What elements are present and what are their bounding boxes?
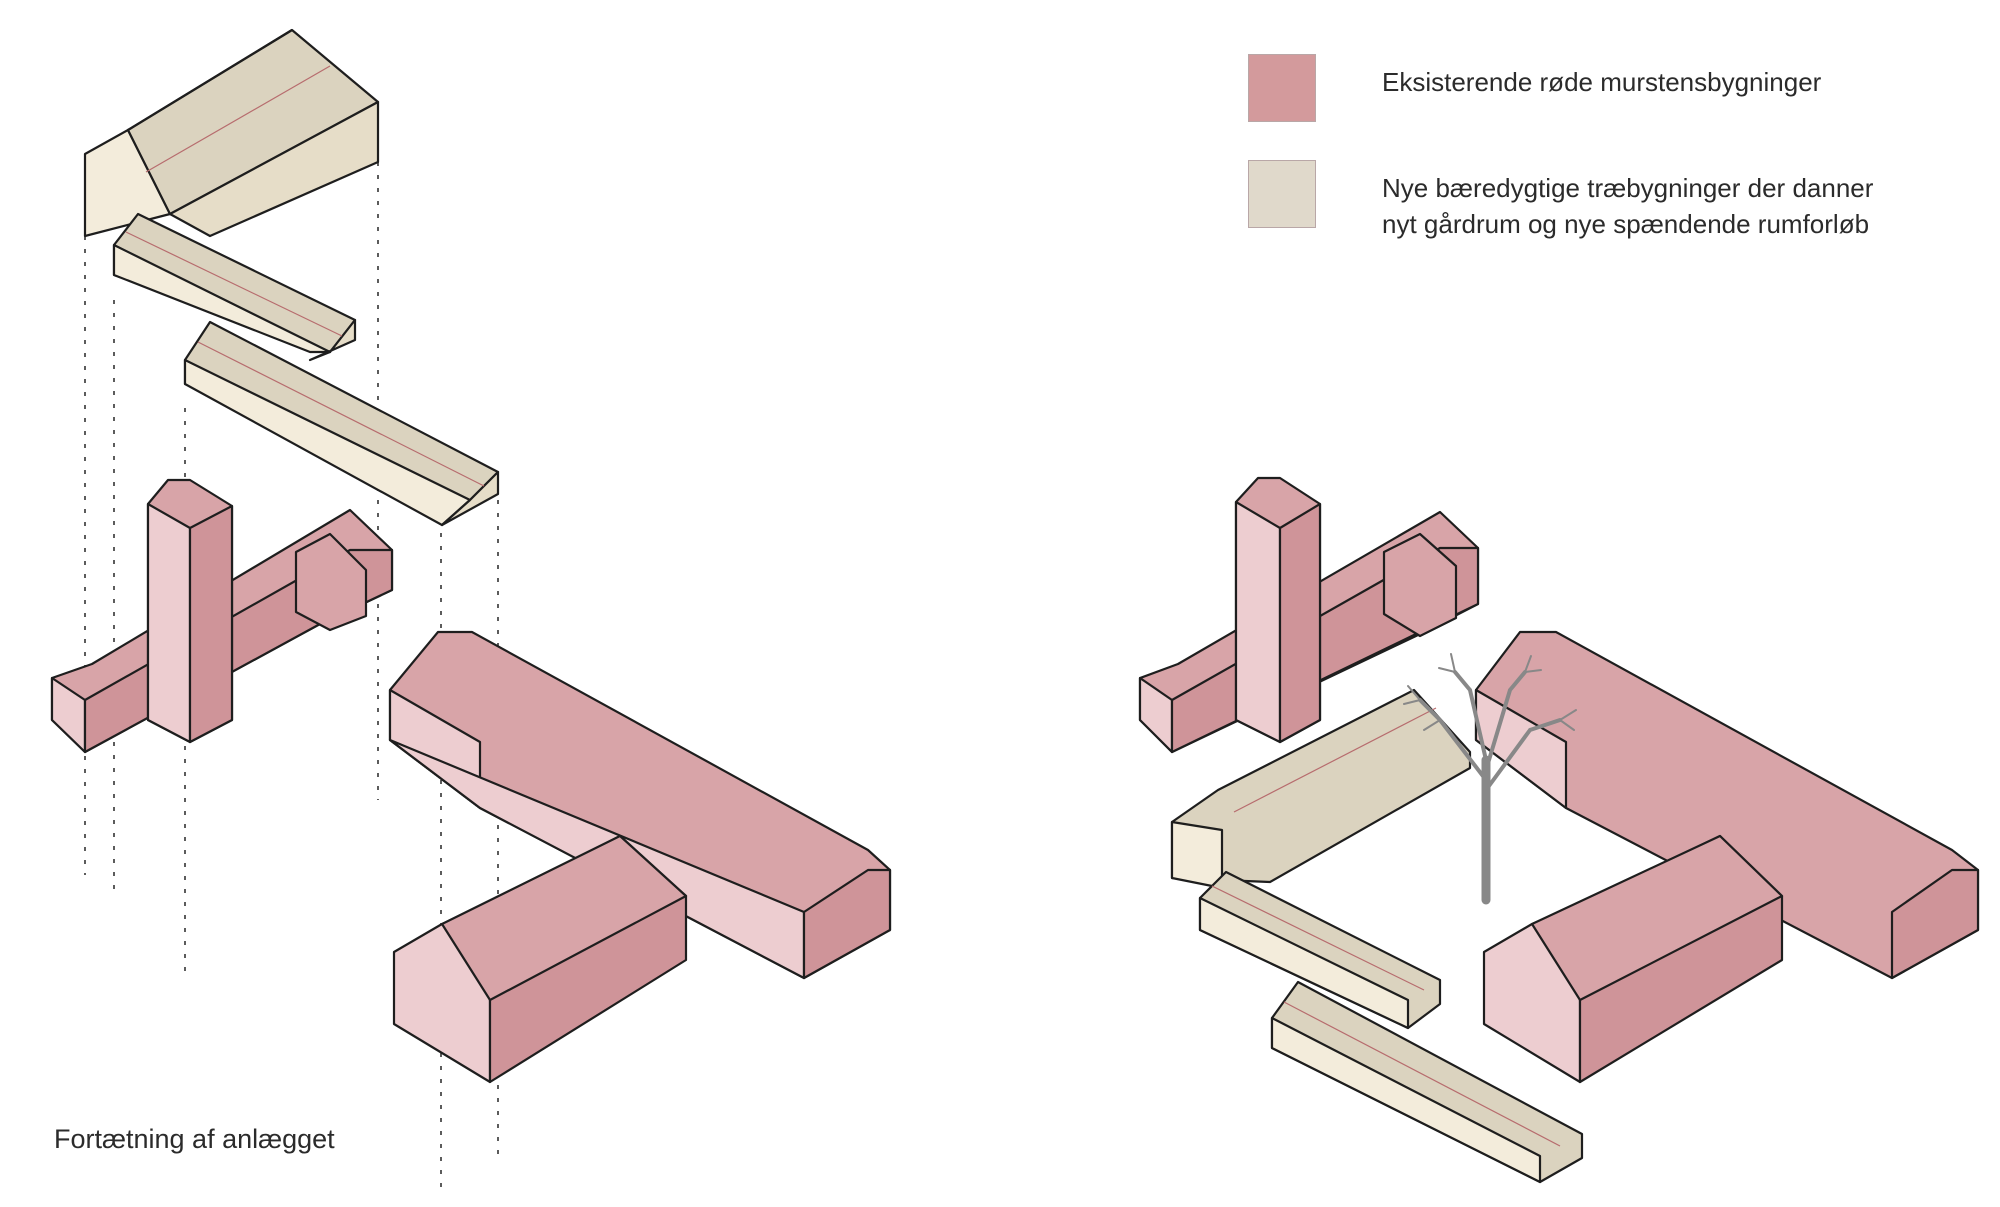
legend-item-wood: Nye bæredygtige træbygninger der danner … <box>1248 160 1968 242</box>
brick-building-upper-left <box>50 478 394 754</box>
diagram-caption: Fortætning af anlægget <box>54 1124 335 1154</box>
legend-label-line: nyt gårdrum og nye spændende rumforløb <box>1382 209 1870 239</box>
assembled-view <box>1138 476 1980 1184</box>
wood-building-courtyard <box>1170 688 1584 1184</box>
legend-item-brick: Eksisterende røde murstensbygninger <box>1248 54 1968 122</box>
legend-label-wood: Nye bæredygtige træbygninger der danner … <box>1382 160 1873 242</box>
brick-building-upper-right <box>1138 476 1480 754</box>
wood-building-middle <box>112 212 357 362</box>
legend-label-line: Eksisterende røde murstensbygninger <box>1382 67 1822 97</box>
legend: Eksisterende røde murstensbygninger Nye … <box>1248 54 1968 280</box>
legend-label-line: Nye bæredygtige træbygninger der danner <box>1382 173 1874 203</box>
wood-building-lower <box>183 320 500 527</box>
brick-building-large-right <box>1474 630 1980 1084</box>
legend-label-brick: Eksisterende røde murstensbygninger <box>1382 54 1821 100</box>
brick-building-large-left <box>388 630 892 1084</box>
tree-icon <box>1403 653 1577 905</box>
legend-swatch-brick <box>1248 54 1316 122</box>
wood-building-upper <box>83 28 380 238</box>
exploded-view <box>50 28 892 1190</box>
legend-swatch-wood <box>1248 160 1316 228</box>
